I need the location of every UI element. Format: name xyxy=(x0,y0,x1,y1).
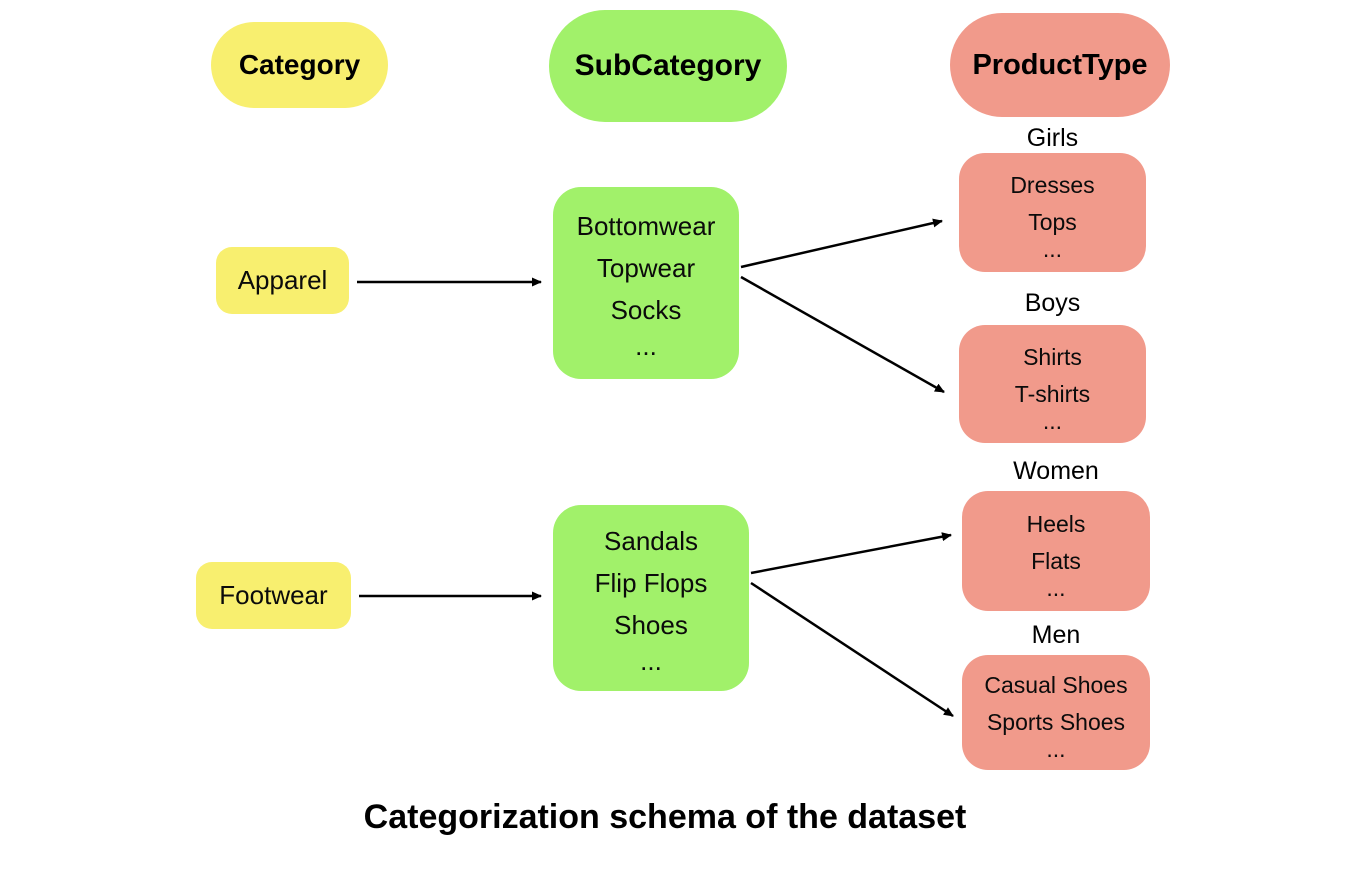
group-label-girls: Girls xyxy=(1026,124,1079,152)
producttype-item: Shirts xyxy=(1023,343,1082,370)
subcategory-item: Flip Flops xyxy=(594,568,708,598)
node-producttype-boys: Shirts T-shirts ... xyxy=(959,325,1146,443)
ellipsis-text: ... xyxy=(1046,574,1066,601)
ellipsis-text: ... xyxy=(1046,736,1066,762)
group-label-women: Women xyxy=(1013,457,1099,485)
producttype-item: Heels xyxy=(1026,510,1086,537)
header-pill-category: Category xyxy=(211,22,388,108)
subcategory-item: Socks xyxy=(610,295,682,325)
node-subcategory-apparel: Bottomwear Topwear Socks ... xyxy=(553,187,739,379)
diagram-caption: Categorization schema of the dataset xyxy=(363,798,967,836)
subcategory-item: Shoes xyxy=(614,610,688,640)
node-producttype-women: Heels Flats ... xyxy=(962,491,1150,611)
producttype-item: Tops xyxy=(1028,209,1077,235)
arrow-apparel-sub-to-girls xyxy=(740,218,943,269)
ellipsis-text: ... xyxy=(640,646,662,676)
node-category-apparel: Apparel xyxy=(216,247,349,314)
group-label-boys: Boys xyxy=(1024,289,1081,317)
ellipsis-text: ... xyxy=(635,331,657,361)
subcategory-item: Topwear xyxy=(596,253,696,283)
ellipsis-text: ... xyxy=(1042,407,1063,434)
arrow-apparel-sub-to-boys xyxy=(740,275,945,394)
producttype-item: Dresses xyxy=(1010,172,1095,198)
header-pill-producttype: ProductType xyxy=(950,13,1170,117)
header-pill-subcategory: SubCategory xyxy=(549,10,787,122)
producttype-item: T-shirts xyxy=(1014,380,1091,407)
node-subcategory-footwear: Sandals Flip Flops Shoes ... xyxy=(553,505,749,691)
subcategory-item: Bottomwear xyxy=(576,211,716,241)
group-label-men: Men xyxy=(1031,621,1081,649)
producttype-item: Casual Shoes xyxy=(984,672,1128,698)
node-producttype-girls: Dresses Tops ... xyxy=(959,153,1146,272)
node-category-footwear: Footwear xyxy=(196,562,351,629)
arrow-footwear-sub-to-men xyxy=(750,581,954,718)
ellipsis-text: ... xyxy=(1042,236,1063,262)
producttype-item: Flats xyxy=(1031,547,1081,574)
subcategory-item: Sandals xyxy=(604,526,698,556)
arrow-footwear-sub-to-women xyxy=(750,532,952,575)
producttype-item: Sports Shoes xyxy=(986,709,1126,735)
node-producttype-men: Casual Shoes Sports Shoes ... xyxy=(962,655,1150,770)
